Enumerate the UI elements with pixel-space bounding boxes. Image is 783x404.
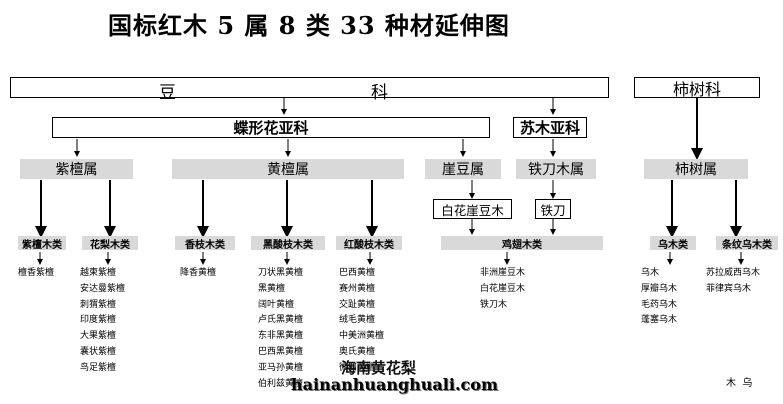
genus-cassia: 铁刀木属 — [516, 159, 596, 179]
cassia-species-box: 铁刀 — [535, 199, 571, 219]
watermark-corner: 木 乌 — [726, 378, 753, 389]
species-list-tiaowenwu: 苏拉威西乌木 菲律宾乌木 — [706, 268, 761, 294]
genus-diospyros: 柿树属 — [644, 159, 748, 179]
family-legume-label-right: 科 — [371, 83, 388, 103]
species-list-huali: 越柬紫檀 安达曼紫檀 刺猬紫檀 印度紫檀 大果紫檀 囊状紫檀 鸟足紫檀 — [80, 268, 126, 373]
watermark-url: hainanhuanghuali.com — [291, 375, 498, 394]
category-heisuanzhi: 黑酸枝木类 — [251, 236, 325, 251]
watermark-chinese: 海南黄花梨 — [341, 359, 417, 377]
genus-pterocarpus: 紫檀属 — [20, 159, 133, 179]
category-huali: 花梨木类 — [82, 236, 138, 251]
category-xiangzhi: 香枝木类 — [175, 236, 235, 251]
species-list-zitan: 檀香紫檀 — [18, 268, 55, 278]
subfamily-papilionoideae-box: 蝶形花亚科 — [52, 117, 490, 138]
family-ebenaceae-box: 柿树科 — [634, 77, 760, 99]
category-wu: 乌木类 — [650, 236, 696, 251]
category-hongsuanzhi: 红酸枝木类 — [336, 236, 402, 251]
species-list-jichi: 非洲崖豆木 白花崖豆木 铁刀木 — [480, 268, 526, 310]
category-tiaowenwu: 条纹乌木类 — [716, 236, 778, 251]
family-legume-label-left: 豆 — [159, 83, 176, 103]
species-list-xiangzhi: 降香黄檀 — [180, 268, 217, 278]
genus-dalbergia: 黄檀属 — [172, 159, 404, 179]
millettia-species-box: 白花崖豆木 — [433, 199, 512, 219]
category-zitan: 紫檀木类 — [18, 236, 66, 251]
genus-millettia: 崖豆属 — [425, 159, 501, 179]
subfamily-caesalpinioideae-box: 苏木亚科 — [513, 117, 587, 138]
family-legume-box: 豆 科 — [10, 77, 609, 103]
page-title: 国标红木 5 属 8 类 33 种材延伸图 — [108, 11, 510, 40]
species-list-hongsuanzhi: 巴西黄檀 赛州黄檀 交趾黄檀 绒毛黄檀 中美洲黄檀 奥氏黄檀 微凹黄檀 — [339, 268, 385, 373]
species-list-wu: 乌木 厚瓣乌木 毛药乌木 蓬塞乌木 — [641, 268, 678, 326]
species-list-heisuanzhi: 刀状黑黄檀 黑黄檀 阔叶黄檀 卢氏黑黄檀 东非黑黄檀 巴西黑黄檀 亚马孙黄檀 伯… — [258, 268, 304, 389]
category-jichi: 鸡翅木类 — [441, 236, 603, 251]
